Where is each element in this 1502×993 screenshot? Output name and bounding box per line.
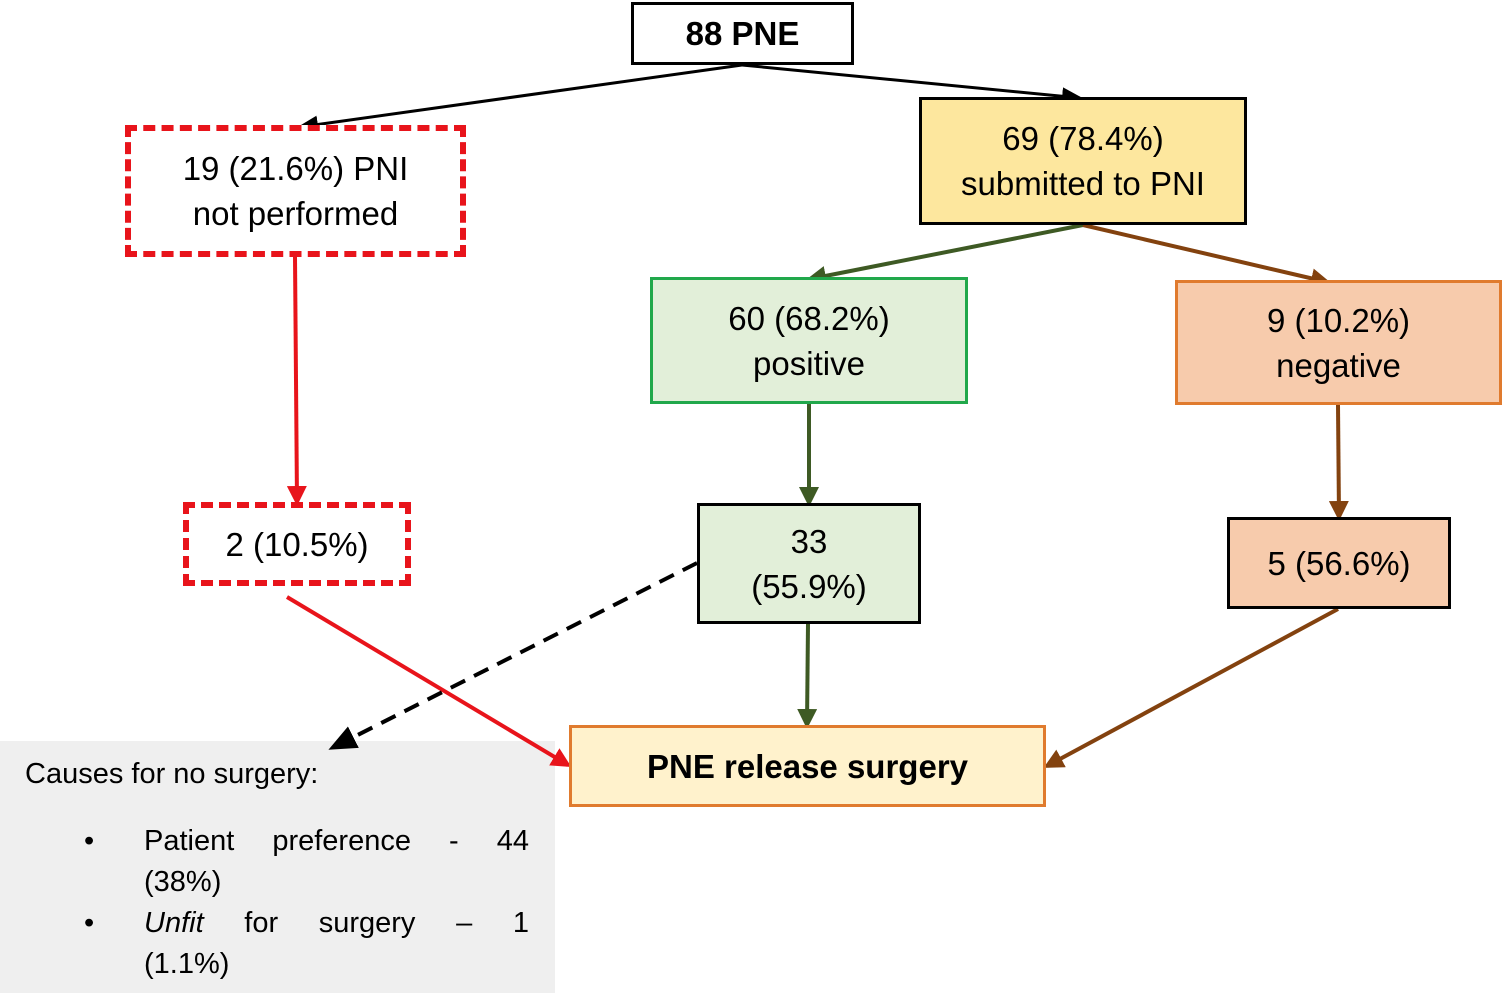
cause-word: 44	[496, 825, 529, 857]
arrow-submitted-to-negative	[1082, 223, 1331, 289]
negative-node: 9 (10.2%) negative	[1175, 280, 1502, 405]
negative-surgery-count-node: 5 (56.6%)	[1227, 517, 1451, 609]
positive-surgery-count-node: 33 (55.9%)	[697, 503, 921, 624]
positive-node: 60 (68.2%) positive	[650, 277, 968, 404]
surgery-label: PNE release surgery	[646, 747, 969, 785]
root-node: 88 PNE	[631, 2, 854, 65]
cause-line2: (1.1%)	[144, 948, 230, 980]
arrow-positive-count-to-surgery	[797, 623, 818, 729]
not-performed-line1: 19 (21.6%) PNI	[182, 150, 409, 187]
cause-line1: Patient preference - 44	[144, 821, 529, 862]
arrow-root-to-submitted	[741, 63, 1083, 106]
root-label: 88 PNE	[685, 15, 800, 52]
negative-line2: negative	[1276, 346, 1401, 384]
not-performed-line2: not performed	[192, 195, 399, 232]
submitted-line2: submitted to PNI	[961, 165, 1205, 202]
left-count-label: 2 (10.5%)	[225, 525, 369, 563]
submitted-line1: 69 (78.4%)	[1002, 120, 1164, 157]
cause-word: for	[244, 907, 279, 939]
cause-line2: (38%)	[144, 866, 222, 898]
cause-word: Patient	[144, 825, 235, 857]
positive-line1: 60 (68.2%)	[728, 299, 890, 337]
cause-word: –	[456, 907, 473, 939]
cause-word: -	[449, 825, 459, 857]
arrow-negative-to-count	[1328, 404, 1349, 521]
negative-count-label: 5 (56.6%)	[1267, 544, 1411, 582]
cause-word: surgery	[318, 907, 416, 939]
arrow-negative-count-to-surgery	[1043, 607, 1339, 768]
causes-title: Causes for no surgery:	[25, 758, 319, 790]
bullet-icon: •	[84, 825, 95, 857]
positive-count-line2: (55.9%)	[751, 567, 867, 605]
arrow-submitted-to-positive	[806, 223, 1084, 286]
pne-release-surgery-node: PNE release surgery	[569, 725, 1046, 807]
cause-word: 1	[512, 907, 529, 939]
arrow-not-performed-to-left-count	[286, 256, 307, 506]
positive-line2: positive	[753, 344, 865, 382]
pni-not-performed-node: 19 (21.6%) PNI not performed	[125, 125, 466, 257]
arrow-to-causes-dashed	[328, 561, 698, 750]
cause-line1: Unfit for surgery – 1	[144, 903, 529, 944]
negative-line1: 9 (10.2%)	[1266, 301, 1411, 339]
bullet-icon: •	[84, 907, 95, 939]
positive-count-line1: 33	[790, 522, 828, 560]
arrow-root-to-not-performed	[297, 63, 743, 134]
causes-for-no-surgery-panel: Causes for no surgery: • Patient prefere…	[0, 741, 555, 993]
not-performed-surgery-count-node: 2 (10.5%)	[183, 502, 411, 586]
cause-word: preference	[272, 825, 411, 857]
submitted-to-pni-node: 69 (78.4%) submitted to PNI	[919, 97, 1247, 225]
cause-word-italic: Unfit	[144, 907, 204, 939]
arrow-left-count-to-surgery	[285, 595, 572, 768]
